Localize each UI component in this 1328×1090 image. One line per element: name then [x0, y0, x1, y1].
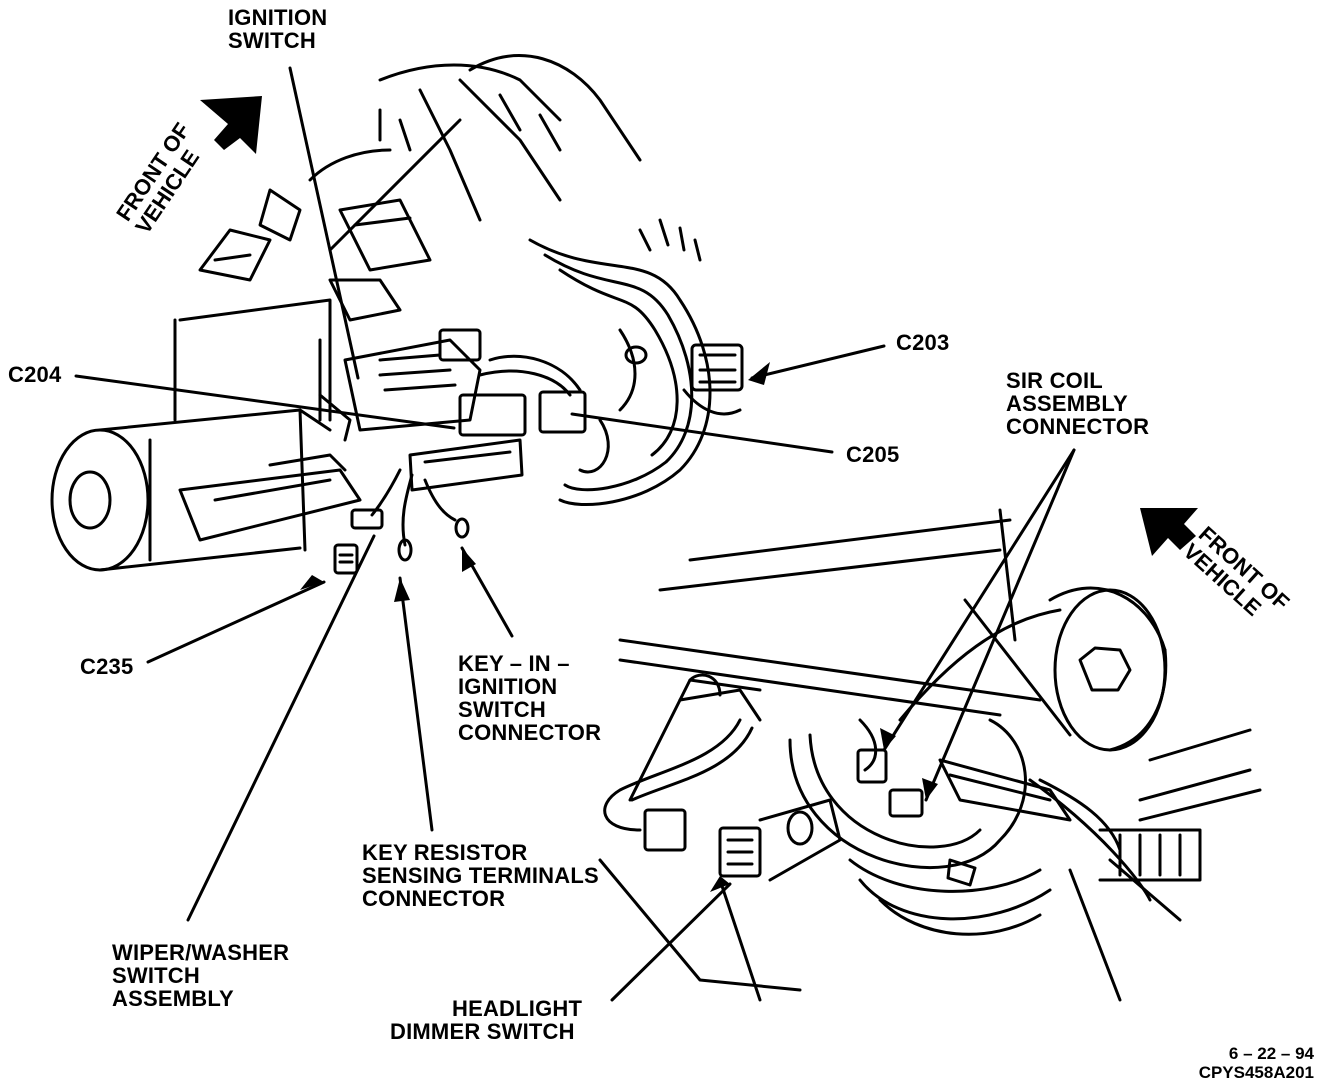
wiring-harness	[528, 218, 712, 506]
label-c203: C203	[896, 330, 950, 355]
leader-c203	[750, 344, 886, 380]
c203-connector-art	[682, 343, 744, 416]
steering-column-right	[898, 586, 1168, 752]
label-c204: C204	[8, 362, 62, 387]
label-sir-coil-assembly-connector: SIR COIL ASSEMBLY CONNECTOR	[1006, 368, 1150, 439]
steering-hub	[788, 718, 1202, 936]
pigtail-terminals	[333, 468, 470, 575]
figure-code: CPYS458A201	[1198, 1063, 1314, 1082]
label-ignition-switch: IGNITION SWITCH	[228, 5, 328, 53]
arrowheads	[300, 362, 938, 892]
front-arrows	[200, 96, 1198, 556]
label-c235: C235	[80, 654, 134, 679]
front-arrow-right	[1140, 508, 1198, 556]
leader-ignition-switch	[288, 66, 360, 380]
harness-right-view	[603, 673, 977, 887]
connector-block	[318, 328, 587, 492]
leader-sir-1	[882, 448, 1076, 752]
leader-headlight	[610, 882, 732, 1002]
leader-key-resistor	[398, 576, 434, 832]
figure-date: 6 – 22 – 94	[1228, 1044, 1314, 1063]
leader-c204	[74, 374, 456, 430]
steering-column-left	[50, 408, 362, 572]
lower-dash-structure	[598, 508, 1262, 1002]
label-headlight-dimmer-switch: HEADLIGHT DIMMER SWITCH	[390, 996, 583, 1044]
figure-footer: 6 – 22 – 94 CPYS458A201	[1199, 1044, 1314, 1082]
leader-c235	[146, 580, 326, 664]
leader-wiper	[186, 534, 376, 922]
leader-sir-2	[924, 448, 1076, 802]
label-wiper-washer-switch-assembly: WIPER/WASHER SWITCH ASSEMBLY	[112, 940, 290, 1011]
leader-c205	[570, 412, 834, 454]
dash-housing	[173, 54, 642, 422]
label-c205: C205	[846, 442, 900, 467]
label-key-in-ignition-switch-connector: KEY – IN – IGNITION SWITCH CONNECTOR	[458, 651, 602, 745]
front-arrow-left	[200, 96, 262, 154]
label-key-resistor-sensing-terminals-connector: KEY RESISTOR SENSING TERMINALS CONNECTOR	[362, 840, 599, 911]
